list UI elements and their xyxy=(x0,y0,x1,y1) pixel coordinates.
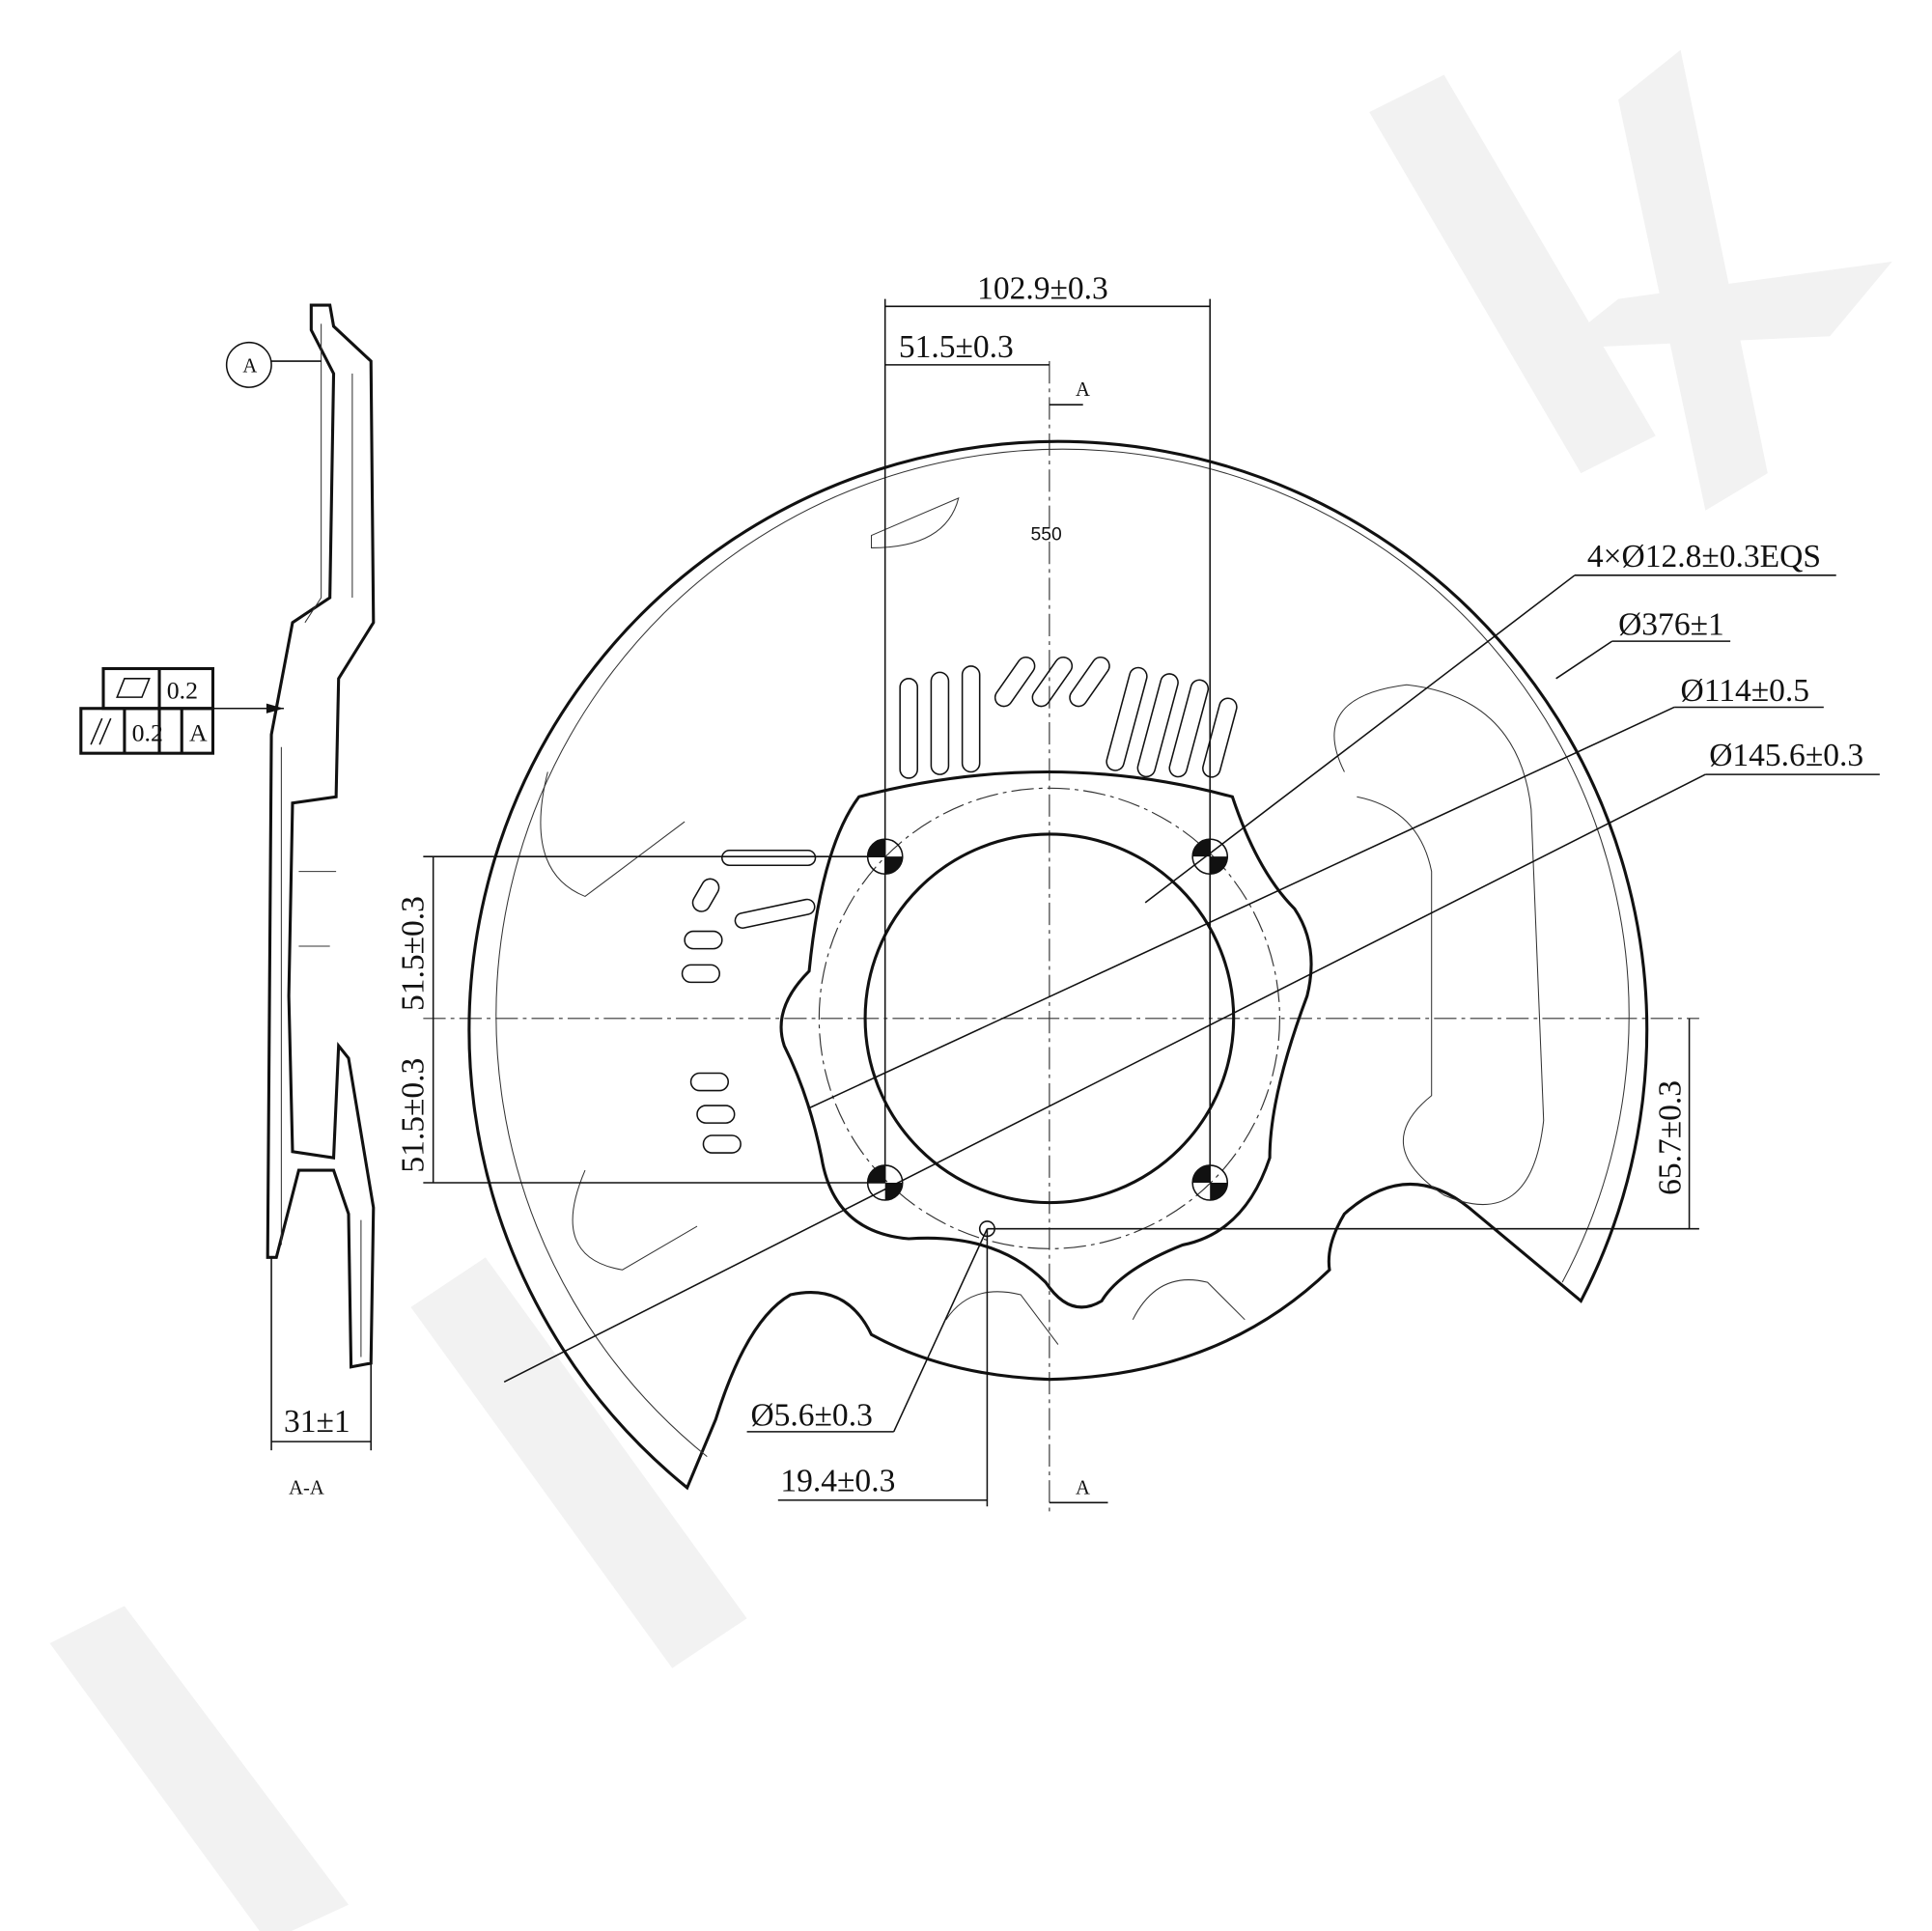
dim-half-spacing-v-upper: 51.5±0.3 xyxy=(395,896,431,1011)
flatness-value: 0.2 xyxy=(167,676,198,704)
dim-pitch-circle: Ø145.6±0.3 xyxy=(1709,738,1863,773)
dim-hub-bore: Ø114±0.5 xyxy=(1681,673,1810,709)
center-note: 550 xyxy=(1031,525,1062,546)
bolt-holes xyxy=(866,838,1229,1201)
slots xyxy=(681,656,1238,1154)
watermark-logo xyxy=(49,49,1892,1931)
dim-depth: 31±1 xyxy=(284,1404,350,1440)
dim-outer-diameter: Ø376±1 xyxy=(1618,607,1724,643)
dim-bolt-holes: 4×Ø12.8±0.3EQS xyxy=(1587,539,1821,574)
parallelism-datum: A xyxy=(189,718,208,746)
section-title: A-A xyxy=(289,1477,324,1498)
hub-flange xyxy=(779,770,1313,1309)
datum-label: A xyxy=(242,356,257,378)
dimension-lines xyxy=(423,298,1880,1507)
parallelism-value: 0.2 xyxy=(132,718,163,746)
section-mark-bottom: A xyxy=(1076,1477,1090,1498)
dim-small-hole: Ø5.6±0.3 xyxy=(750,1397,872,1433)
dimension-texts: 102.9±0.3 51.5±0.3 A 550 4×Ø12.8±0.3EQS … xyxy=(395,271,1863,1499)
parallelism-icon xyxy=(90,717,112,745)
shield-outline xyxy=(467,439,1649,1491)
hub-bore xyxy=(863,832,1236,1205)
dim-half-spacing-h: 51.5±0.3 xyxy=(899,329,1014,365)
tolerance-frame: 0.2 0.2 A xyxy=(79,666,284,755)
flatness-icon xyxy=(116,678,151,698)
main-view: 102.9±0.3 51.5±0.3 A 550 4×Ø12.8±0.3EQS … xyxy=(395,271,1880,1513)
dim-half-spacing-v-lower: 51.5±0.3 xyxy=(395,1058,431,1173)
section-view: A 0.2 0.2 A 31±1 A-A xyxy=(79,303,376,1498)
section-mark-top: A xyxy=(1076,379,1090,401)
datum-bubble xyxy=(225,341,272,388)
dim-small-hole-offset-v: 65.7±0.3 xyxy=(1653,1080,1689,1195)
dim-bolt-spacing-h: 102.9±0.3 xyxy=(977,271,1108,307)
dim-small-hole-offset-h: 19.4±0.3 xyxy=(780,1464,895,1499)
